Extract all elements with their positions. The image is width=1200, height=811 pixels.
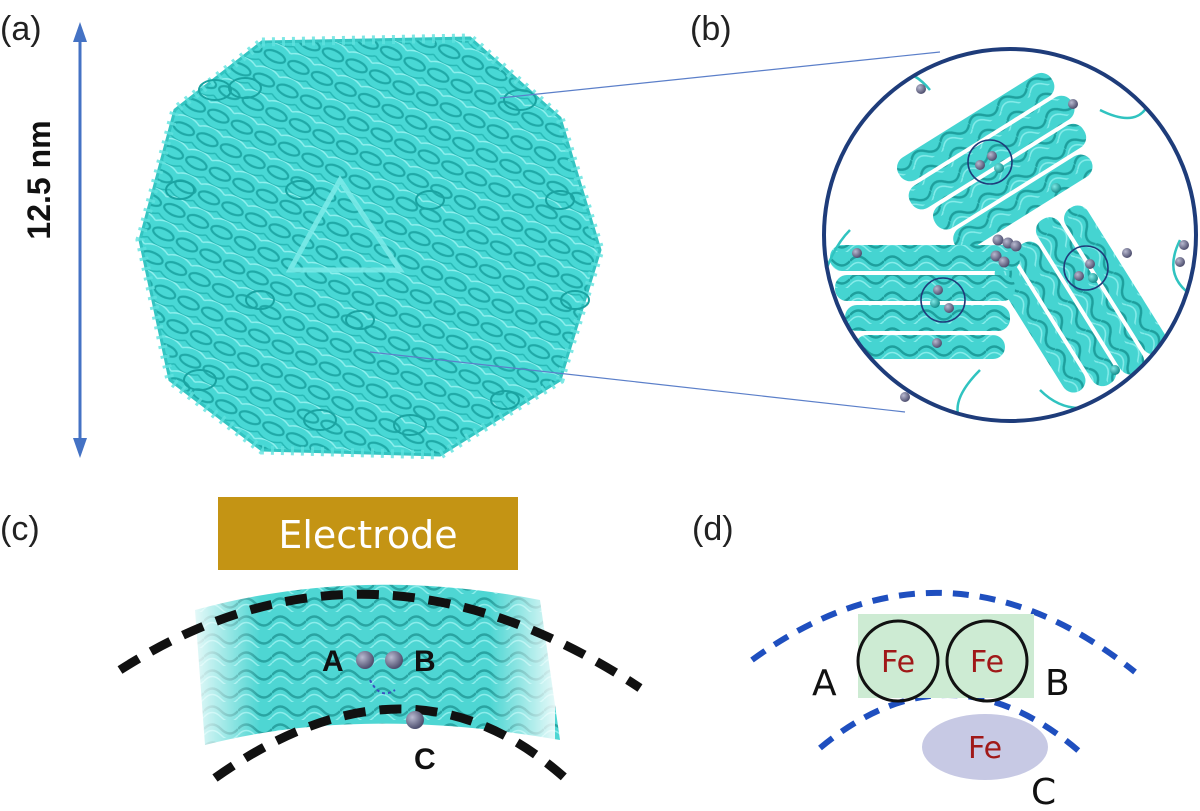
ferritin-cage — [135, 33, 605, 460]
zoom-view — [822, 47, 1198, 423]
zoom-line-top — [499, 51, 941, 99]
helix-subunit — [195, 584, 560, 750]
outer-boundary-c — [117, 589, 643, 692]
panel-b-label: (b) — [690, 10, 732, 48]
scale-bar — [73, 22, 87, 458]
fe-ion-a — [356, 651, 374, 669]
site-c-label-d: C — [1031, 772, 1056, 811]
fe-ion-c — [406, 711, 424, 729]
site-a-label-d: A — [812, 663, 837, 704]
fe-label-c: Fe — [968, 731, 1002, 766]
electrode-label: Electrode — [278, 513, 457, 557]
inner-boundary-c — [212, 704, 568, 782]
fe-label-a: Fe — [881, 645, 915, 680]
stray-ion — [1175, 257, 1185, 267]
panel-a-label: (a) — [0, 10, 42, 48]
fe-site-b-circle — [945, 619, 1029, 703]
fe-site-a-circle — [856, 619, 940, 703]
fe-label-b: Fe — [970, 645, 1004, 680]
site-b-label-d: B — [1045, 663, 1070, 704]
site-c-label: C — [414, 743, 436, 776]
stray-ion — [900, 392, 910, 402]
panel-d-label: (d) — [692, 510, 734, 548]
panel-c-label: (c) — [0, 510, 40, 548]
site-a-label: A — [322, 645, 344, 678]
scale-bar-label: 12.5 nm — [21, 120, 57, 239]
fe-ion-b — [385, 651, 403, 669]
site-b-label: B — [414, 645, 436, 678]
zoom-line-bottom — [369, 351, 906, 413]
electrode — [218, 497, 518, 570]
fe-site-c-ellipse — [922, 714, 1048, 780]
outer-boundary-d — [750, 590, 1137, 675]
